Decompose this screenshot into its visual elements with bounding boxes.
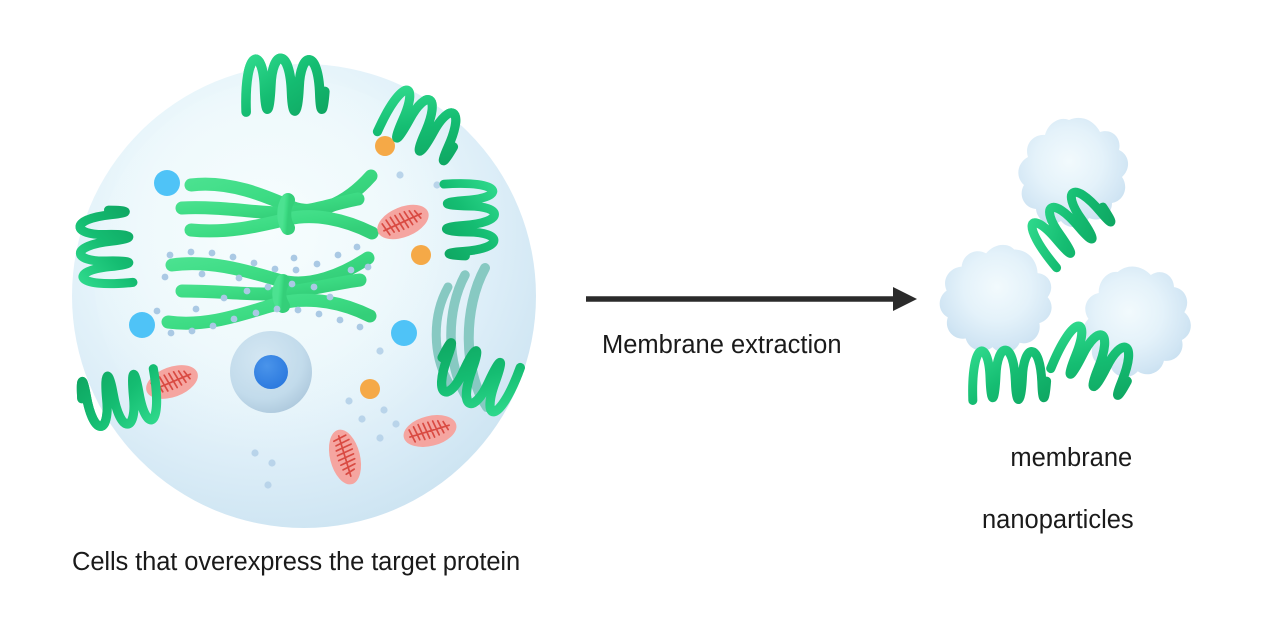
cytoplasmic-dot-set	[251, 171, 441, 489]
nanoparticle-group	[939, 117, 1191, 401]
mitochondrion	[328, 429, 362, 485]
cell-caption: Cells that overexpress the target protei…	[72, 548, 521, 576]
nanoparticle-protein	[971, 349, 1047, 401]
ribosome-set	[153, 243, 372, 337]
nanoparticle-caption-line2: nanoparticles	[982, 506, 1134, 535]
process-caption: Membrane extraction	[602, 331, 842, 359]
vesicle-orange-set	[360, 136, 431, 399]
mitochondrion	[403, 415, 457, 447]
endoplasmic-reticulum-rough	[161, 251, 377, 330]
membrane-nanoparticle	[1018, 117, 1129, 228]
vesicle-orange	[375, 136, 395, 156]
vesicle-cyan-set	[129, 170, 417, 346]
mitochondrion	[377, 204, 429, 240]
cell-group	[72, 57, 536, 528]
process-arrow	[586, 287, 917, 311]
vesicle-orange	[360, 379, 380, 399]
nanoparticle-caption: membrane nanoparticles	[982, 412, 1134, 599]
vesicle-cyan	[391, 320, 417, 346]
vesicle-cyan	[154, 170, 180, 196]
endoplasmic-reticulum-smooth	[175, 169, 379, 240]
nucleolus	[254, 355, 288, 389]
nanoparticle-caption-line1: membrane	[1010, 444, 1133, 473]
vesicle-orange	[411, 245, 431, 265]
membrane-nanoparticle	[939, 244, 1052, 353]
vesicle-cyan	[129, 312, 155, 338]
membrane-nanoparticle	[1082, 266, 1191, 378]
